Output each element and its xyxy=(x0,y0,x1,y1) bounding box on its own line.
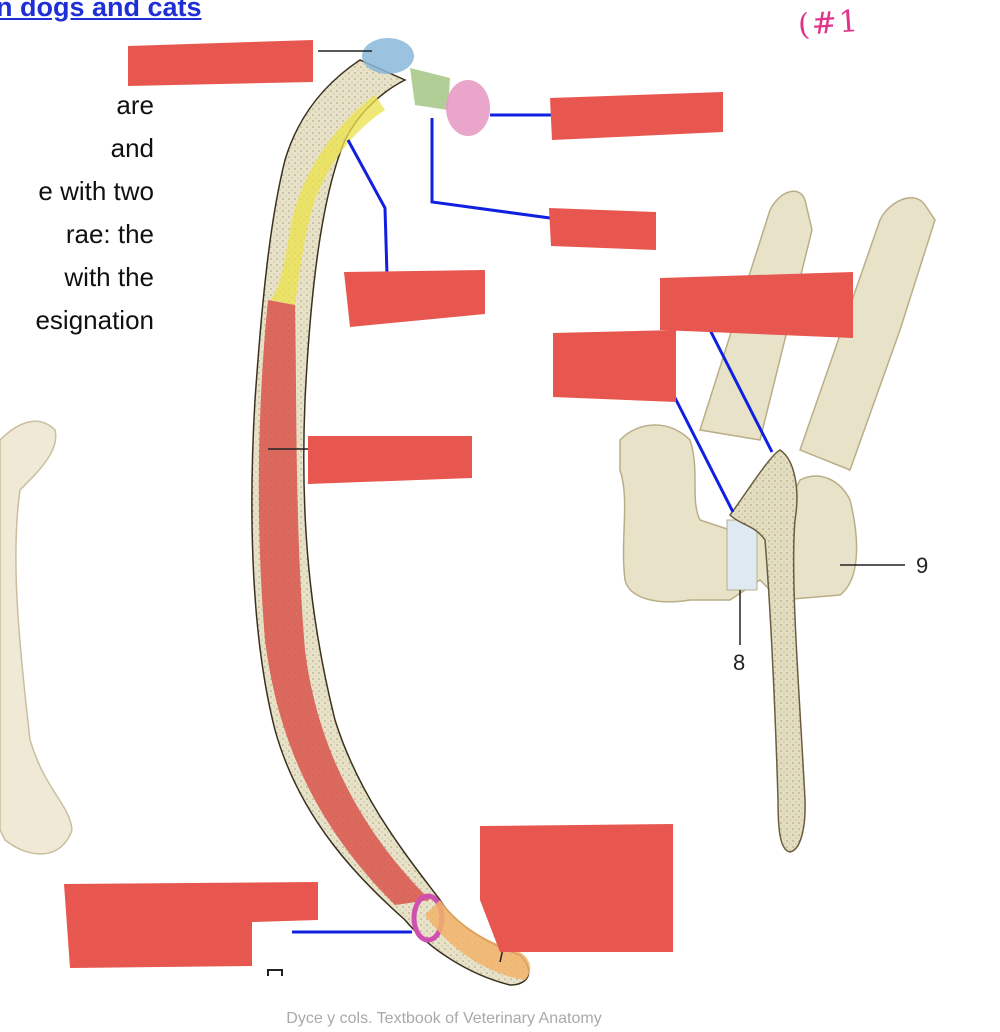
label-box-body[interactable] xyxy=(308,436,472,484)
label-box-junction[interactable] xyxy=(64,882,318,968)
label-box-neck[interactable] xyxy=(344,270,485,327)
label-box-neck-link[interactable] xyxy=(549,208,656,250)
label-box-vertebra-lower[interactable] xyxy=(553,330,676,402)
body-text-line: e with two xyxy=(38,176,154,206)
body-text: are and e with two rae: the with the esi… xyxy=(0,84,154,342)
body-text-line: rae: the xyxy=(65,219,154,249)
label-box-vertebra-upper[interactable] xyxy=(660,272,853,338)
rib-illustration xyxy=(251,38,531,986)
label-box-tubercle[interactable] xyxy=(550,92,723,140)
body-text-line: esignation xyxy=(35,305,154,335)
body-text-line: with the xyxy=(64,262,154,292)
label-box-cartilage[interactable] xyxy=(480,824,673,952)
label-box-head[interactable] xyxy=(128,40,313,86)
partial-bone-left xyxy=(0,420,73,855)
page-title[interactable]: n dogs and cats xyxy=(0,0,202,22)
body-text-line: are xyxy=(116,90,154,120)
partial-glyph xyxy=(267,969,283,976)
vertebra-rib-articulation xyxy=(619,190,936,853)
body-text-line: and xyxy=(110,133,154,163)
figure-label-8: 8 xyxy=(733,650,746,675)
figure-label-9: 9 xyxy=(916,553,929,578)
blue-leader-lines xyxy=(292,113,774,934)
image-credit: Dyce y cols. Textbook of Veterinary Anat… xyxy=(286,1010,602,1027)
redaction-boxes xyxy=(64,40,853,968)
